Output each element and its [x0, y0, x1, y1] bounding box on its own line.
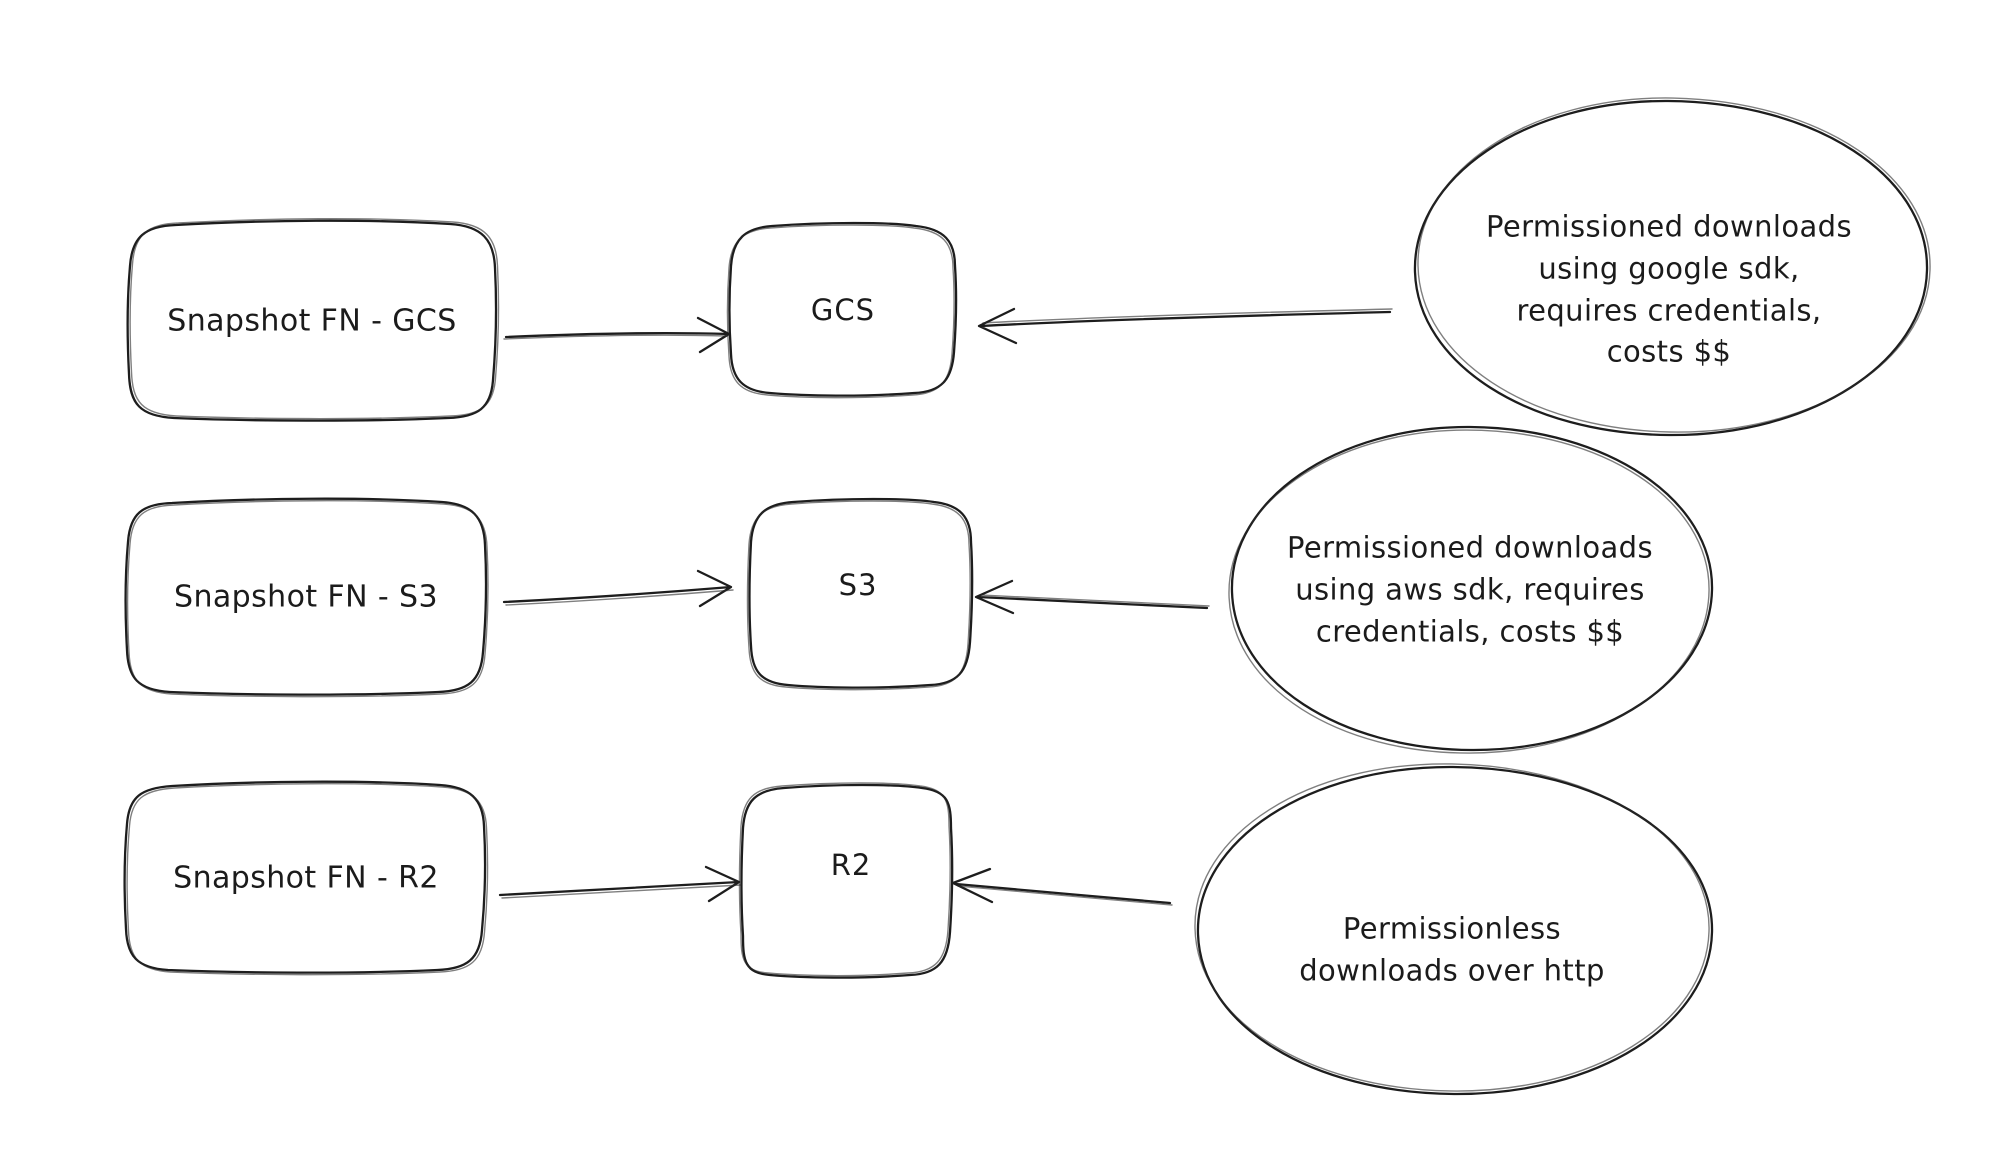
- arrow-source-to-r2-line-echo: [501, 884, 742, 899]
- target-box-r2-outline-echo: [738, 782, 951, 977]
- target-box-gcs-label: GCS: [810, 293, 876, 327]
- target-box-s3: [746, 497, 974, 691]
- arrow-note-to-gcs-line-echo: [982, 308, 1393, 324]
- target-box-r2-outline: [740, 783, 954, 979]
- note-ellipse-s3-outline: [1230, 425, 1714, 752]
- arrow-source-to-r2: [498, 865, 742, 903]
- arrow-note-to-s3: [974, 579, 1210, 615]
- note-ellipse-s3-outline-echo: [1228, 429, 1710, 754]
- arrow-note-to-gcs: [977, 307, 1393, 345]
- target-box-r2: [738, 782, 954, 979]
- note-ellipse-r2-outline: [1196, 765, 1714, 1096]
- note-ellipse-r2: [1194, 763, 1714, 1096]
- arrow-note-to-s3-line-echo: [979, 594, 1210, 607]
- arrow-source-to-s3: [502, 569, 734, 608]
- arrow-source-to-s3-line: [502, 569, 733, 608]
- source-box-gcs-label: Snapshot FN - GCS: [167, 303, 457, 339]
- arrow-note-to-r2-line-echo: [957, 885, 1173, 906]
- source-box-s3-outline: [124, 497, 488, 696]
- target-box-gcs: [726, 221, 958, 399]
- arrow-source-to-gcs: [503, 316, 731, 354]
- target-box-r2-label: R2: [830, 848, 872, 882]
- source-box-s3-label: Snapshot FN - S3: [174, 579, 438, 615]
- arrow-note-to-r2-line: [951, 867, 1172, 905]
- note-ellipse-gcs-outline-echo: [1417, 97, 1931, 433]
- arrow-source-to-s3-line-echo: [505, 589, 734, 606]
- note-r2-label: Permissionless downloads over http: [1299, 911, 1605, 987]
- target-box-gcs-outline-echo: [726, 224, 955, 399]
- target-box-s3-label: S3: [838, 568, 878, 602]
- arrow-note-to-r2: [951, 867, 1173, 906]
- source-box-gcs-outline-echo: [129, 218, 500, 420]
- target-box-gcs-outline: [728, 221, 958, 397]
- source-box-r2-outline: [123, 780, 487, 974]
- source-box-r2: [123, 780, 489, 976]
- note-ellipse-gcs: [1413, 97, 1931, 437]
- source-box-gcs-outline: [126, 219, 498, 422]
- arrow-source-to-gcs-line: [504, 316, 731, 354]
- arrow-source-to-r2-line: [498, 865, 741, 903]
- note-ellipse-s3: [1228, 425, 1714, 754]
- arrow-source-to-gcs-line-echo: [503, 334, 728, 340]
- note-ellipse-r2-outline-echo: [1194, 763, 1710, 1092]
- source-box-r2-outline-echo: [126, 783, 489, 976]
- source-box-s3: [124, 497, 489, 698]
- target-box-s3-outline-echo: [746, 500, 971, 691]
- note-gcs-label: Permissioned downloads using google sdk,…: [1485, 209, 1853, 369]
- target-box-s3-outline: [748, 497, 974, 689]
- source-box-s3-outline-echo: [126, 500, 489, 698]
- note-ellipse-gcs-outline: [1413, 99, 1929, 437]
- source-box-r2-label: Snapshot FN - R2: [173, 860, 439, 896]
- source-box-gcs: [126, 218, 500, 422]
- arrow-note-to-s3-line: [974, 579, 1209, 615]
- note-s3-label: Permissioned downloads using aws sdk, re…: [1286, 530, 1654, 648]
- arrow-note-to-gcs-line: [977, 307, 1392, 345]
